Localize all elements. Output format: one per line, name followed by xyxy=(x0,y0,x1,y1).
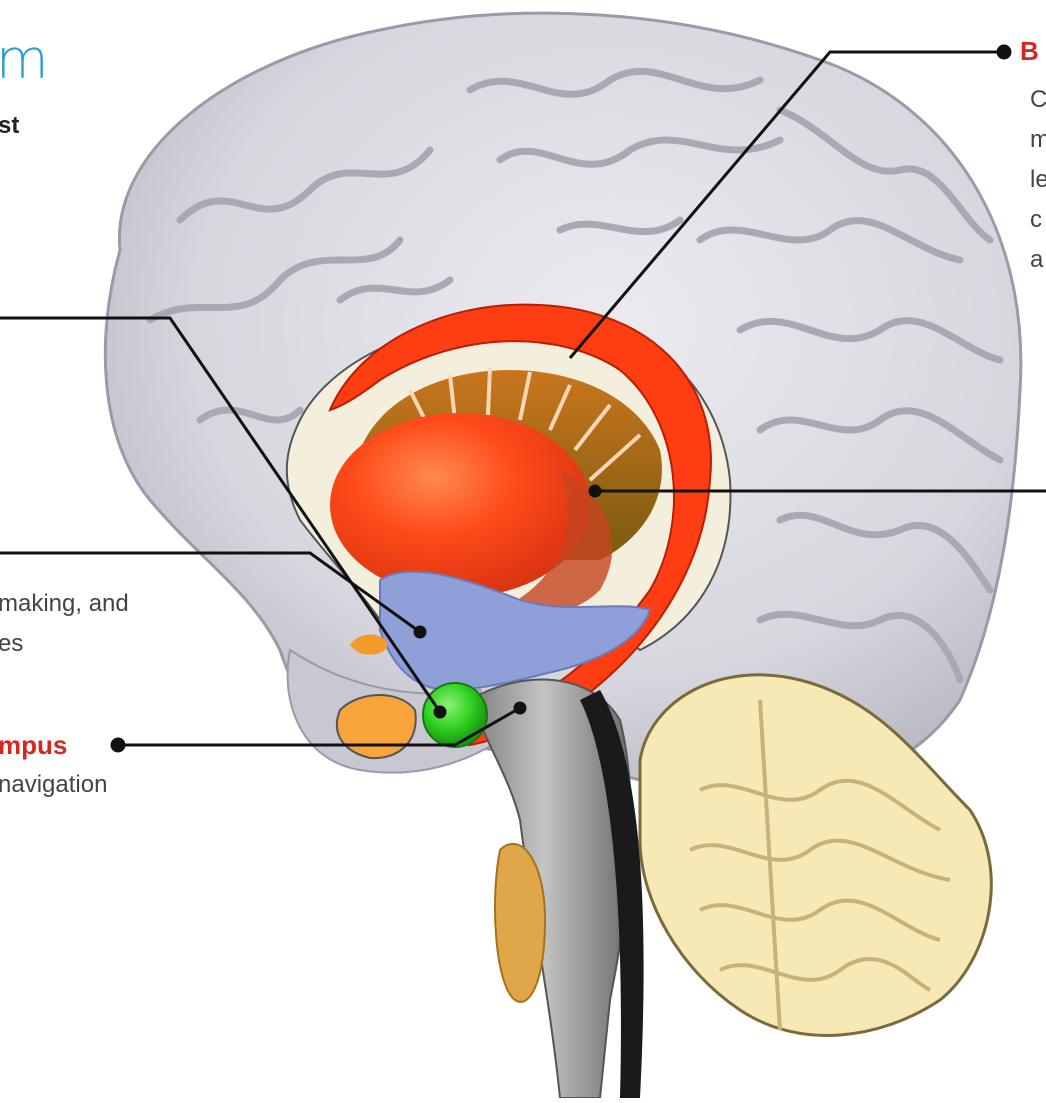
top-right-label-title: B xyxy=(1020,36,1039,67)
hippocampus-label: mpus xyxy=(0,730,67,761)
hippocampus xyxy=(423,683,487,747)
title-fragment: m xyxy=(0,28,48,91)
pons xyxy=(495,844,545,1002)
hippocampus-desc: navigation xyxy=(0,765,107,805)
left-desc-line1: making, and xyxy=(0,584,129,624)
subtitle-fragment: st xyxy=(0,112,19,140)
amygdala-orange xyxy=(337,695,416,758)
top-right-label-desc: C m le c a xyxy=(1030,80,1046,280)
left-desc-line2: es xyxy=(0,624,23,664)
